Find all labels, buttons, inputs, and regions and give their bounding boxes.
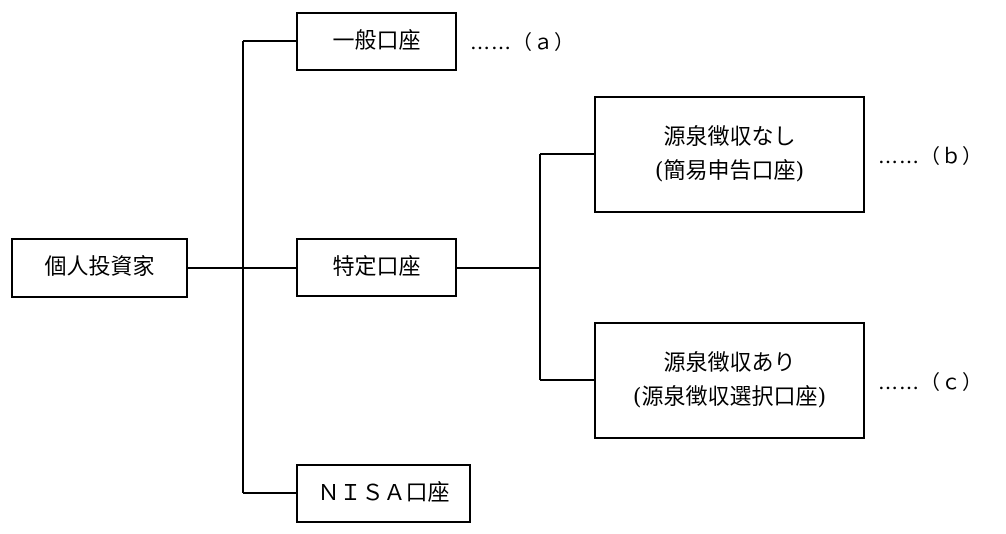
with-withholding-box: 源泉徴収あり (源泉徴収選択口座) (594, 322, 865, 439)
note-a: ……（ａ） (470, 30, 575, 54)
no-withholding-sublabel: (簡易申告口座) (654, 158, 805, 184)
nisa-account-label: ＮＩＳＡ口座 (317, 480, 450, 506)
specified-account-label: 特定口座 (332, 254, 421, 280)
general-account-box: 一般口座 (296, 12, 457, 71)
specified-account-box: 特定口座 (296, 238, 457, 297)
no-withholding-label: 源泉徴収なし (663, 124, 796, 150)
note-b: ……（ｂ） (878, 144, 983, 168)
no-withholding-box: 源泉徴収なし (簡易申告口座) (594, 96, 865, 213)
note-c: ……（ｃ） (878, 370, 983, 394)
nisa-account-box: ＮＩＳＡ口座 (296, 464, 471, 523)
with-withholding-label: 源泉徴収あり (663, 350, 796, 376)
individual-investor-label: 個人投資家 (44, 255, 155, 280)
with-withholding-sublabel: (源泉徴収選択口座) (632, 384, 827, 410)
general-account-label: 一般口座 (332, 28, 421, 54)
individual-investor-box: 個人投資家 (11, 238, 188, 298)
